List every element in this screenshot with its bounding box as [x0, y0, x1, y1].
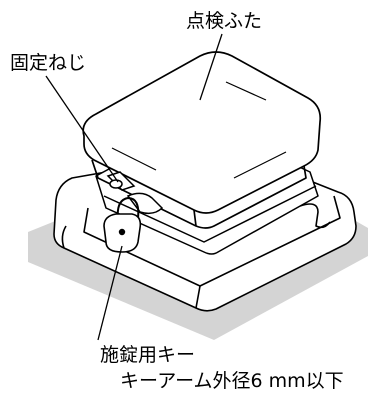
- padlock-shape: [103, 196, 142, 253]
- inspection-cover-label: 点検ふた: [186, 10, 263, 32]
- key-spec-label: キーアーム外径6 mm以下: [120, 370, 344, 392]
- leader-inspection-cover: [199, 33, 223, 101]
- leader-lock-key: [97, 245, 123, 341]
- fixing-screw-label: 固定ねじ: [10, 52, 87, 74]
- inspection-cover-shape: [82, 51, 322, 229]
- lock-key-label: 施錠用キー: [100, 344, 196, 366]
- leader-fixing-screw: [45, 75, 119, 183]
- leader-lines: [45, 33, 223, 341]
- fixing-screw-shape: [106, 171, 164, 215]
